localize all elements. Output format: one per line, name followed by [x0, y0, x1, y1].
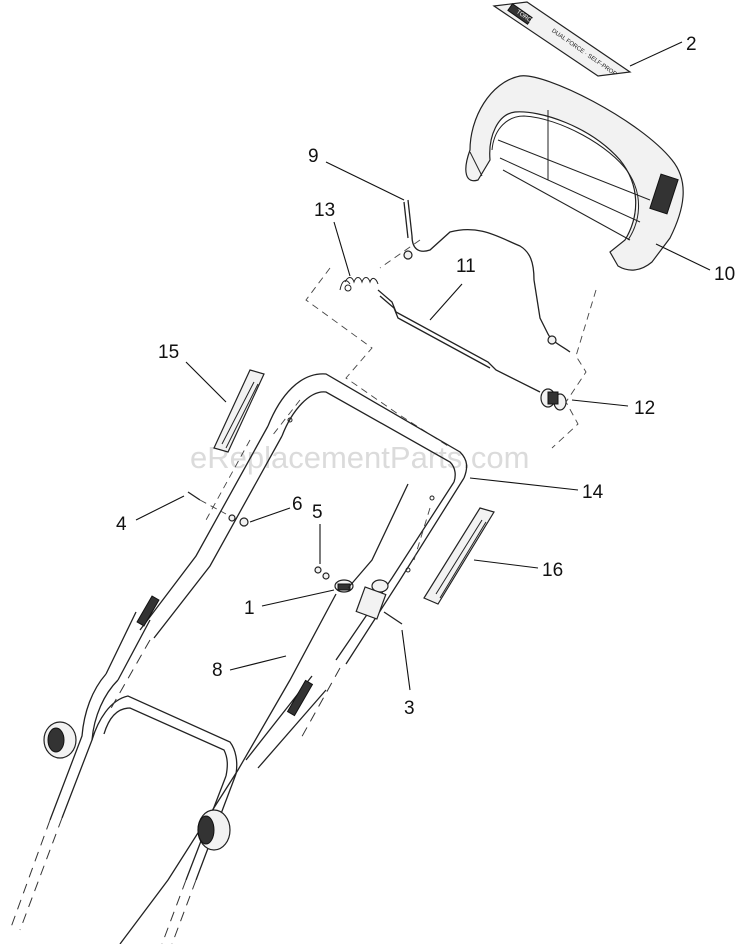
pin-part-4	[187, 491, 227, 515]
spring-part-13	[339, 277, 379, 292]
decal-subtext: DUAL FORCE · SELF-PROP	[550, 28, 617, 78]
handle-frame-part-14	[139, 373, 468, 665]
callout-2: 2	[686, 34, 697, 55]
callout-9: 9	[308, 146, 319, 167]
bushing-part-12	[540, 388, 567, 411]
adjuster-part-3	[355, 579, 403, 625]
screw-part-5	[314, 566, 330, 580]
watermark-text: eReplacementParts.com	[190, 440, 529, 475]
callout-13: 13	[314, 200, 335, 221]
clip-part-15	[213, 369, 265, 453]
bail-part-9	[403, 199, 571, 353]
nut-part-6	[228, 514, 249, 527]
callout-3: 3	[404, 698, 415, 719]
callout-10: 10	[714, 264, 735, 285]
lower-handle	[9, 595, 341, 944]
callout-16: 16	[542, 560, 563, 581]
clip-part-16	[423, 507, 495, 605]
callout-4: 4	[116, 514, 127, 535]
callout-5: 5	[312, 502, 323, 523]
callout-6: 6	[292, 494, 303, 515]
callout-labels: 2 9 10 13 11 12 15 14 4 6 5 1 16 8 3	[116, 34, 735, 719]
cable-part-8	[119, 483, 409, 944]
upper-handle-part-10	[465, 75, 684, 271]
callout-1: 1	[244, 598, 255, 619]
callout-14: 14	[582, 482, 604, 503]
bracket-part-1	[334, 579, 354, 593]
callout-12: 12	[634, 398, 655, 419]
callout-15: 15	[158, 342, 179, 363]
callout-8: 8	[212, 660, 223, 681]
decal-part-2: TORO DUAL FORCE · SELF-PROP	[492, 1, 632, 78]
callout-11: 11	[456, 256, 476, 277]
control-rod-part-11	[377, 289, 541, 393]
leader-lines	[135, 41, 711, 691]
